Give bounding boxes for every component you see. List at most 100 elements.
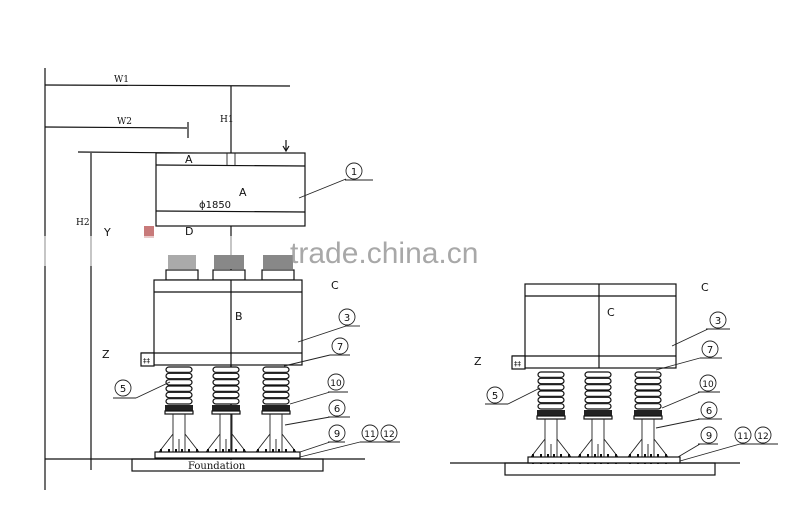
insulator-shed	[212, 366, 240, 373]
grounding-terminal	[511, 355, 526, 370]
label-y: Y	[103, 226, 111, 239]
foundation-block	[504, 462, 716, 476]
insulator-shed	[165, 385, 193, 392]
flange-plate	[536, 415, 566, 420]
label-c: C	[701, 281, 709, 294]
insulator-shed	[584, 371, 612, 378]
insulator-flange	[634, 410, 662, 416]
svg-text:5: 5	[492, 391, 498, 402]
callout-5: 5	[485, 386, 541, 405]
insulator-shed	[634, 377, 662, 385]
callout-3: 3	[297, 308, 360, 343]
insulator-flange	[262, 405, 290, 411]
svg-text:3: 3	[344, 313, 350, 324]
callout-1: 1	[298, 162, 373, 199]
bushing	[214, 255, 244, 269]
foundation-label: Foundation	[188, 461, 246, 472]
insulator-assembly	[158, 366, 200, 459]
w1-label: W1	[114, 75, 129, 85]
insulator-shed	[584, 396, 612, 404]
insulator-shed	[537, 396, 565, 404]
svg-text:10: 10	[702, 380, 714, 390]
svg-text:11: 11	[364, 430, 375, 440]
callout-3: 3	[671, 311, 730, 347]
svg-text:12: 12	[383, 430, 394, 440]
main-tank	[524, 283, 677, 369]
bushing	[168, 255, 196, 269]
diameter-label: ϕ1850	[199, 200, 231, 211]
watermark: trade.china.cn	[290, 237, 478, 270]
foundation-block	[131, 458, 324, 472]
base-plate	[527, 456, 681, 464]
insulator-shed	[584, 403, 612, 410]
support-leg	[255, 414, 297, 453]
bushing-base	[165, 269, 199, 281]
insulator-flange	[584, 410, 612, 416]
label-c-box: C	[607, 306, 615, 319]
insulator-shed	[165, 379, 193, 386]
insulator-shed	[634, 396, 662, 404]
divider	[155, 210, 306, 213]
main-tank	[153, 279, 303, 366]
left-elevation: W1 W2 H1 H2 A A ϕ1850 Y D	[40, 68, 400, 490]
flange-plate	[164, 410, 194, 415]
support-leg	[205, 414, 247, 453]
insulator-shed	[634, 384, 662, 391]
support-leg	[158, 414, 200, 453]
insulator-shed	[537, 384, 565, 391]
w1-dimension	[44, 84, 291, 87]
blur-band	[40, 236, 290, 266]
callout-10: 10	[661, 374, 720, 409]
insulator-shed	[212, 391, 240, 399]
marker	[144, 226, 154, 238]
label-d: D	[185, 225, 193, 238]
label-a-top: A	[185, 153, 193, 166]
insulator-shed	[262, 391, 290, 399]
insulator-assembly	[255, 366, 297, 459]
flange-plate	[583, 415, 613, 420]
insulator-shed	[262, 372, 290, 380]
insulator-shed	[212, 385, 240, 392]
svg-text:3: 3	[715, 316, 721, 327]
terminal-mark: ‡‡	[143, 357, 151, 365]
insulators	[158, 366, 297, 459]
callout-6: 6	[284, 399, 350, 426]
support-leg	[577, 419, 619, 458]
insulator-shed	[537, 390, 565, 397]
flange-plate	[211, 410, 241, 415]
insulator-shed	[262, 379, 290, 386]
insulator-shed	[537, 377, 565, 385]
insulator-shed	[634, 403, 662, 410]
divider	[155, 164, 306, 167]
label-z: Z	[102, 348, 110, 361]
h2-label: H2	[76, 218, 90, 228]
svg-text:6: 6	[334, 404, 340, 415]
flange-plate	[261, 410, 291, 415]
w2-dimension	[44, 126, 188, 129]
callout-9: 9	[299, 424, 346, 453]
insulator-shed	[537, 371, 565, 378]
callout-7: 7	[283, 337, 350, 367]
insulator-shed	[212, 398, 240, 405]
callout-11-12: 11 12	[679, 426, 778, 462]
grounding-terminal	[140, 352, 155, 367]
insulator-flange	[165, 405, 193, 411]
callout-5: 5	[113, 379, 171, 399]
insulator-flange	[537, 410, 565, 416]
svg-text:10: 10	[330, 379, 342, 389]
label-z: Z	[474, 355, 482, 368]
insulator-shed	[634, 371, 662, 378]
svg-text:9: 9	[334, 429, 340, 440]
insulator-shed	[165, 391, 193, 399]
svg-text:11: 11	[737, 432, 748, 442]
insulator-shed	[262, 398, 290, 405]
bushing	[263, 255, 293, 269]
svg-text:7: 7	[707, 345, 713, 356]
bushing-base	[212, 269, 246, 281]
insulator-shed	[165, 366, 193, 373]
conservator-tank	[155, 152, 306, 227]
flange-plate	[633, 415, 663, 420]
insulator-shed	[584, 377, 612, 385]
insulator-assembly	[205, 366, 247, 459]
